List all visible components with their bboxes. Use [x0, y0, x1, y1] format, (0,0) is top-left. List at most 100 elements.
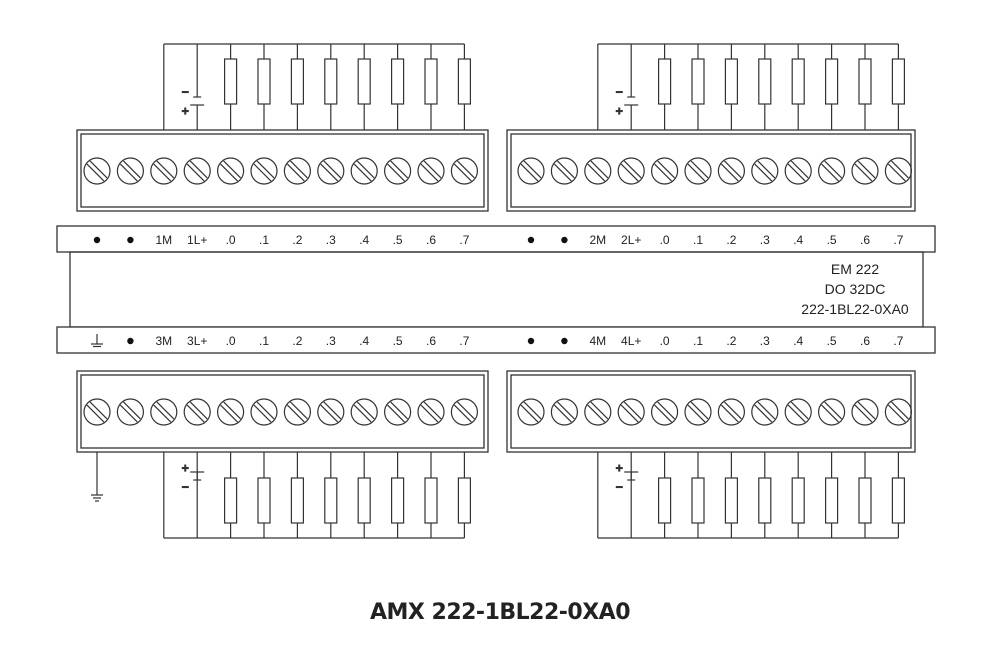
top-terminal-label: .4 — [793, 233, 803, 247]
bottom-terminal-label: 3L+ — [187, 334, 207, 348]
bottom-terminal-label: .6 — [426, 334, 436, 348]
product-caption: AMX 222-1BL22-0XA0 — [369, 600, 631, 625]
top-terminal-label: .0 — [660, 233, 670, 247]
ground-icon — [91, 334, 103, 348]
bottom-terminal-label: .5 — [827, 334, 837, 348]
screw-terminal-icon — [851, 157, 879, 185]
screw-terminal-icon — [517, 398, 545, 426]
bottom-terminal-label: .6 — [860, 334, 870, 348]
top-terminal-label: 2M — [589, 233, 606, 247]
screw-terminal-icon — [450, 157, 478, 185]
screw-terminal-icon — [317, 157, 345, 185]
top-terminal-label: .1 — [693, 233, 703, 247]
screw-terminal-icon — [217, 157, 245, 185]
terminal-block-bottom-right — [506, 370, 916, 453]
battery-minus-label: − — [182, 85, 189, 99]
screw-terminal-icon — [283, 157, 311, 185]
load-resistor-icon — [657, 58, 672, 105]
bottom-terminal-label: .2 — [292, 334, 302, 348]
load-resistor-icon — [324, 58, 338, 105]
terminal-dot-icon — [127, 236, 134, 244]
bottom-terminal-label: .7 — [893, 334, 903, 348]
screw-terminal-icon — [550, 398, 579, 426]
screw-terminal-icon — [751, 157, 779, 185]
load-resistor-icon — [657, 477, 672, 524]
top-terminal-label: 1L+ — [187, 233, 207, 247]
load-resistor-icon — [457, 58, 471, 105]
bottom-terminal-label: .5 — [393, 334, 403, 348]
top-terminal-label: .3 — [326, 233, 336, 247]
screw-terminal-icon — [83, 398, 111, 426]
screw-terminal-icon — [684, 157, 712, 185]
load-resistor-icon — [824, 477, 839, 524]
load-circuit-bottom: +− — [597, 452, 906, 539]
bottom-terminal-label: .3 — [326, 334, 336, 348]
screw-terminal-icon — [384, 398, 412, 426]
battery-minus-label: − — [616, 85, 623, 99]
load-resistor-icon — [224, 58, 238, 105]
bottom-terminal-label: .1 — [259, 334, 269, 348]
top-terminal-label: .6 — [426, 233, 436, 247]
screw-terminal-icon — [250, 157, 278, 185]
top-terminal-label: .0 — [226, 233, 236, 247]
load-circuit-top: −+ — [597, 43, 906, 130]
bottom-terminal-label: .4 — [793, 334, 803, 348]
terminal-dot-icon — [527, 236, 535, 244]
load-resistor-icon — [357, 477, 371, 524]
bottom-terminal-label: .0 — [226, 334, 236, 348]
terminal-dot-icon — [561, 236, 568, 244]
terminal-block-top-right — [506, 129, 916, 212]
top-terminal-label: .1 — [259, 233, 269, 247]
screw-terminal-icon — [317, 398, 345, 426]
top-terminal-label: .7 — [893, 233, 903, 247]
screw-terminal-icon — [183, 398, 211, 426]
module-model-line: EM 222 — [831, 261, 879, 277]
load-resistor-icon — [724, 58, 739, 105]
top-terminal-label: 1M — [155, 233, 172, 247]
load-resistor-icon — [858, 58, 872, 105]
load-resistor-icon — [391, 58, 405, 105]
top-terminal-label: .3 — [760, 233, 770, 247]
load-resistor-icon — [724, 477, 739, 524]
load-resistor-icon — [791, 58, 805, 105]
screw-terminal-icon — [517, 157, 545, 185]
load-resistor-icon — [290, 477, 304, 524]
screw-terminal-icon — [784, 157, 812, 185]
screw-terminal-icon — [617, 398, 645, 426]
battery-minus-label: − — [616, 480, 623, 494]
label-strip-top — [56, 225, 936, 253]
bottom-terminal-label: 3M — [155, 334, 172, 348]
battery-plus-label: + — [616, 104, 623, 118]
load-resistor-icon — [758, 477, 772, 524]
screw-terminal-icon — [350, 157, 378, 185]
screw-terminal-icon — [116, 157, 144, 185]
terminal-dot-icon — [127, 337, 134, 345]
load-resistor-icon — [257, 477, 271, 524]
top-terminal-label: .2 — [726, 233, 736, 247]
screw-terminal-icon — [250, 398, 278, 426]
screw-terminal-icon — [150, 398, 178, 426]
screw-terminal-icon — [550, 157, 579, 185]
screw-terminal-icon — [450, 398, 478, 426]
screw-terminal-icon — [217, 398, 245, 426]
load-resistor-icon — [891, 58, 906, 105]
screw-terminal-icon — [183, 157, 211, 185]
load-circuit-top: −+ — [163, 43, 471, 130]
top-terminal-label: .7 — [459, 233, 469, 247]
module-model-line: DO 32DC — [825, 281, 886, 297]
terminal-dot-icon — [93, 236, 101, 244]
load-resistor-icon — [391, 477, 405, 524]
screw-terminal-icon — [650, 398, 679, 426]
load-resistor-icon — [758, 58, 772, 105]
load-resistor-icon — [791, 477, 805, 524]
load-resistor-icon — [257, 58, 271, 105]
load-circuit-bottom: +− — [163, 452, 471, 539]
screw-terminal-icon — [584, 157, 612, 185]
load-resistor-icon — [691, 58, 705, 105]
terminal-block-top-left — [76, 129, 489, 212]
load-resistor-icon — [290, 58, 304, 105]
bottom-terminal-label: .7 — [459, 334, 469, 348]
terminal-dot-icon — [527, 337, 535, 345]
screw-terminal-icon — [784, 398, 812, 426]
load-resistor-icon — [424, 58, 438, 105]
